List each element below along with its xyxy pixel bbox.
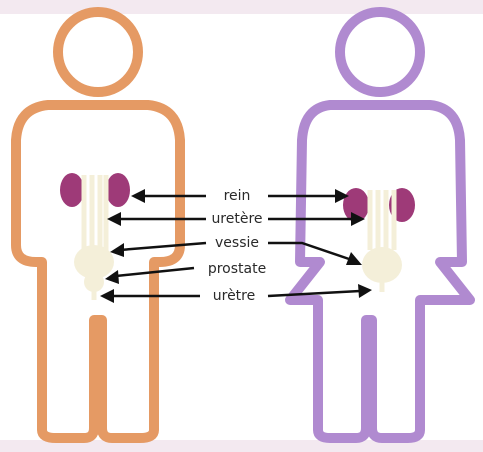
label-uretere: uretère [211, 211, 262, 227]
label-rein: rein [224, 188, 251, 204]
male-prostate [84, 272, 104, 292]
male-right-kidney [106, 173, 130, 207]
label-uretre: urètre [213, 288, 256, 304]
male-left-kidney [60, 173, 84, 207]
female-bladder [362, 247, 402, 283]
label-vessie: vessie [215, 235, 259, 251]
label-prostate: prostate [208, 261, 266, 277]
top-band [0, 0, 483, 14]
